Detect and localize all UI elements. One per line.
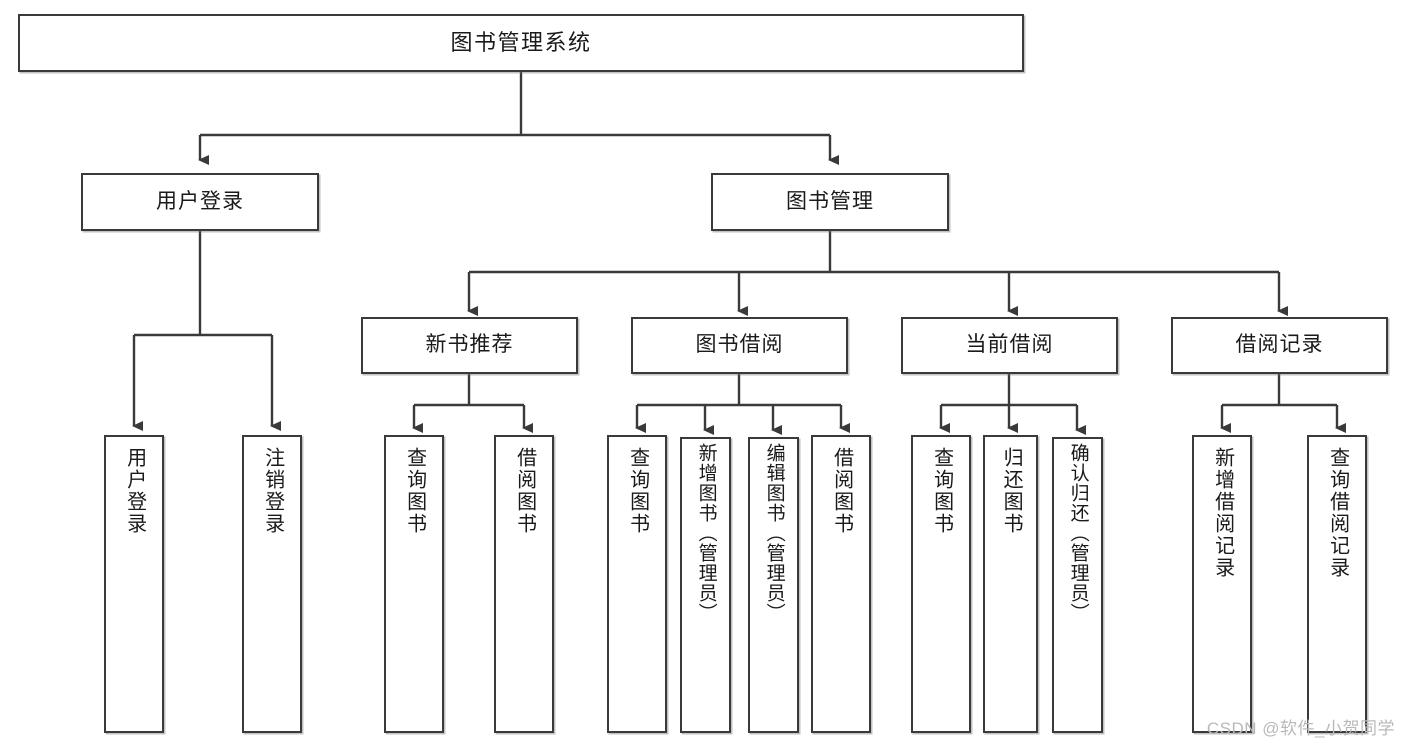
node-current-borrow-label: 当前借阅 bbox=[965, 333, 1054, 357]
node-root[interactable]: 图书管理系统 bbox=[18, 14, 1024, 72]
node-book-manage[interactable]: 图书管理 bbox=[711, 173, 949, 231]
node-leaf-query-book-1[interactable]: 查询图书 bbox=[384, 435, 444, 733]
node-leaf-add-record[interactable]: 新增借阅记录 bbox=[1192, 435, 1252, 733]
node-current-borrow[interactable]: 当前借阅 bbox=[901, 317, 1118, 374]
node-book-borrow[interactable]: 图书借阅 bbox=[631, 317, 848, 374]
node-leaf-query-book-3-label: 查询图书 bbox=[930, 447, 953, 535]
node-leaf-return-book-label: 归还图书 bbox=[1000, 447, 1023, 535]
node-borrow-record[interactable]: 借阅记录 bbox=[1171, 317, 1388, 374]
node-leaf-logout[interactable]: 注销登录 bbox=[242, 435, 302, 733]
node-leaf-borrow-book-2[interactable]: 借阅图书 bbox=[811, 435, 871, 733]
node-leaf-query-book-2[interactable]: 查询图书 bbox=[607, 435, 667, 733]
node-borrow-record-label: 借阅记录 bbox=[1235, 333, 1324, 357]
node-leaf-add-book-label: 新增图书（管理员） bbox=[695, 443, 717, 623]
node-leaf-user-login-label: 用户登录 bbox=[123, 447, 146, 535]
node-leaf-query-record[interactable]: 查询借阅记录 bbox=[1307, 435, 1367, 733]
node-leaf-user-login[interactable]: 用户登录 bbox=[104, 435, 164, 733]
node-leaf-confirm-return-label: 确认归还（管理员） bbox=[1067, 443, 1089, 623]
node-leaf-edit-book[interactable]: 编辑图书（管理员） bbox=[748, 437, 799, 733]
node-leaf-return-book[interactable]: 归还图书 bbox=[983, 435, 1038, 733]
node-leaf-confirm-return[interactable]: 确认归还（管理员） bbox=[1052, 437, 1103, 733]
node-leaf-query-book-2-label: 查询图书 bbox=[626, 447, 649, 535]
node-leaf-borrow-book-1[interactable]: 借阅图书 bbox=[494, 435, 554, 733]
node-leaf-add-record-label: 新增借阅记录 bbox=[1211, 447, 1234, 579]
node-new-book-rec-label: 新书推荐 bbox=[425, 333, 514, 357]
node-user-login[interactable]: 用户登录 bbox=[81, 173, 319, 231]
node-user-login-label: 用户登录 bbox=[156, 189, 244, 213]
node-leaf-borrow-book-2-label: 借阅图书 bbox=[830, 447, 853, 535]
node-leaf-add-book[interactable]: 新增图书（管理员） bbox=[680, 437, 731, 733]
node-book-manage-label: 图书管理 bbox=[786, 189, 874, 213]
node-leaf-logout-label: 注销登录 bbox=[261, 447, 284, 535]
node-leaf-borrow-book-1-label: 借阅图书 bbox=[513, 447, 536, 535]
node-leaf-query-book-1-label: 查询图书 bbox=[403, 447, 426, 535]
node-leaf-query-record-label: 查询借阅记录 bbox=[1326, 447, 1349, 579]
node-leaf-edit-book-label: 编辑图书（管理员） bbox=[763, 443, 785, 623]
node-leaf-query-book-3[interactable]: 查询图书 bbox=[911, 435, 971, 733]
watermark-text: CSDN @软件_小贺同学 bbox=[1206, 719, 1395, 738]
node-new-book-rec[interactable]: 新书推荐 bbox=[361, 317, 578, 374]
node-root-label: 图书管理系统 bbox=[450, 30, 592, 56]
node-book-borrow-label: 图书借阅 bbox=[695, 333, 784, 357]
